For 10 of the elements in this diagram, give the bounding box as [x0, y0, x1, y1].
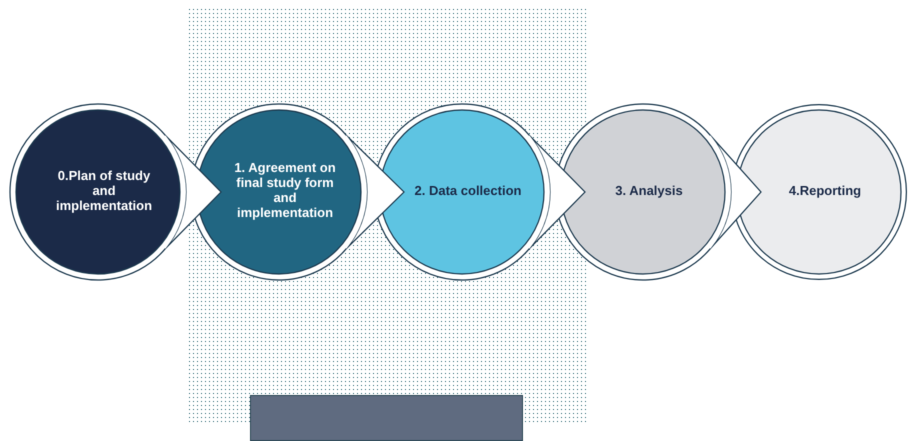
chevron-arrow [164, 134, 222, 250]
chevron-arrow [346, 134, 405, 250]
step-label: 2. Data collection [414, 182, 522, 198]
banner-box [250, 395, 523, 441]
chevron-arrow [710, 134, 762, 250]
chevron-arrow [528, 134, 586, 250]
step-label: 4.Reporting [788, 182, 862, 198]
step-label: 0.Plan of study and implementation [54, 168, 154, 212]
step-label: 3. Analysis [614, 182, 684, 198]
step-label: 1. Agreement on final study form and implementation [233, 160, 337, 220]
